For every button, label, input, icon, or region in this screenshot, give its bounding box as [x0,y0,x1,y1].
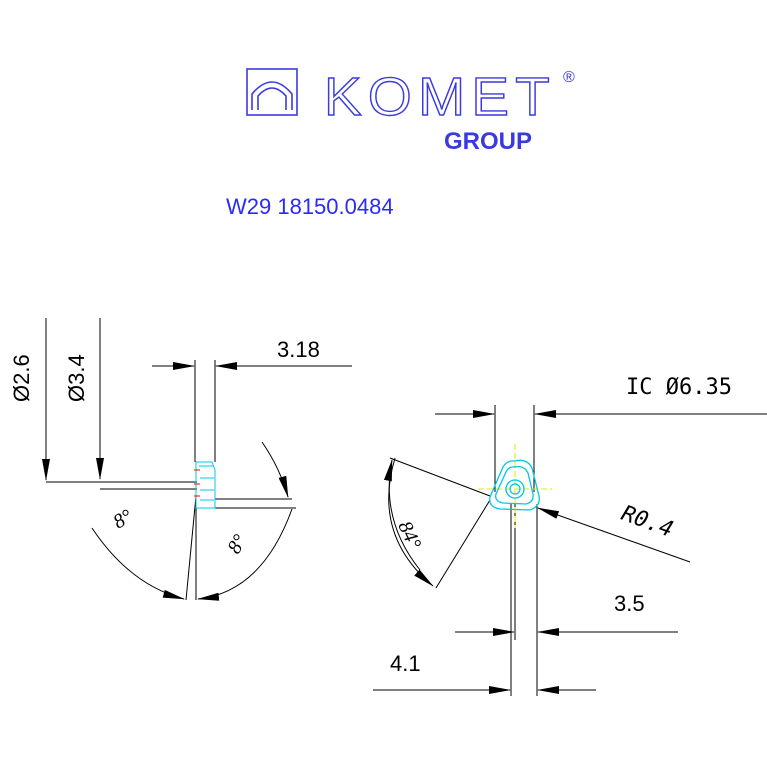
angle-label-right: 8° [223,531,251,558]
angle-arc-84-top [383,459,421,571]
angle-label-84: 84° [393,518,425,553]
insert-top-outline [489,459,540,511]
dim-label-41: 4.1 [390,651,421,676]
dim-label-35: 3.5 [614,591,645,616]
angle-arc-right [197,508,293,601]
angle-leg [389,457,491,497]
dim-label-d26: Ø2.6 [9,354,34,402]
part-number: W29 18150.0484 [226,194,394,219]
dim-label-ic: IC Ø6.35 [626,375,732,400]
dim-label-width: 3.18 [277,337,320,362]
komet-emblem-icon [246,68,298,116]
angle-arc-right-top [261,441,289,498]
angle-arc-left [91,527,185,600]
logo-subtitle: GROUP [444,128,532,155]
registered-mark: ® [563,69,575,86]
angle-leg [435,499,491,589]
dim-label-radius: R0.4 [618,501,676,543]
dim-label-d34: Ø3.4 [64,354,89,402]
dim-line-radius [537,507,691,563]
komet-logo: KOMET ® GROUP [246,66,575,155]
angle-label-left: 8° [110,505,137,533]
logo-brand: KOMET [324,67,556,127]
center-lines [478,444,552,528]
angle-leg [185,495,197,601]
top-view [373,405,767,696]
insert-side-profile [194,461,216,509]
side-view [42,318,352,601]
